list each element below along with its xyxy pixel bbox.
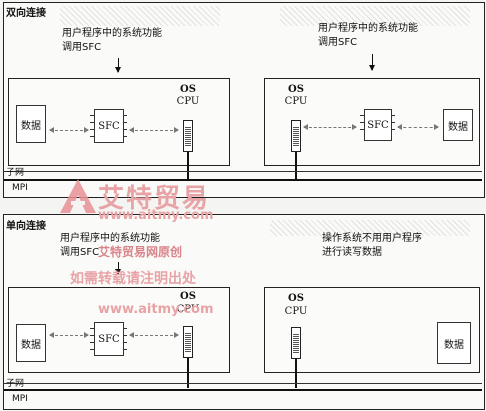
double-arrow-icon [49, 332, 89, 338]
double-arrow-icon [49, 127, 89, 133]
sfc-pin [90, 342, 94, 343]
sfc-pin [123, 349, 127, 350]
data-block: 数据 [437, 322, 471, 364]
cpu-net-link [295, 152, 297, 180]
mpi-label: MPI [12, 394, 28, 404]
double-arrow-icon [397, 124, 439, 130]
sfc-pin [123, 342, 127, 343]
cpu-module [183, 120, 193, 152]
down-arrow-icon [115, 262, 121, 275]
sfc-block: SFC [94, 322, 124, 356]
sfc-pin [391, 129, 395, 130]
subnet-label: 子网 [6, 168, 25, 178]
sfc-pin [123, 115, 127, 116]
cpu-net-link [295, 359, 297, 388]
left-sfc-caption: 用户程序中的系统功能 调用SFC [62, 28, 162, 53]
data-block: 数据 [16, 105, 46, 143]
os-label: OS [180, 291, 196, 302]
sfc-pin [123, 335, 127, 336]
sfc-pin [123, 328, 127, 329]
cpu-label: CPU [176, 96, 200, 107]
cpu-net-link [187, 358, 189, 388]
sfc-pin [90, 328, 94, 329]
cpu-net-link [187, 152, 189, 180]
mpi-label: MPI [12, 183, 28, 193]
sfc-pin [123, 129, 127, 130]
sfc-pin [90, 115, 94, 116]
sfc-pin [391, 122, 395, 123]
cpu-module [291, 120, 301, 152]
sfc-pin [90, 349, 94, 350]
right-sfc-caption: 用户程序中的系统功能 调用SFC [318, 23, 418, 48]
sfc-pin [123, 122, 127, 123]
subnet-line [4, 171, 482, 172]
cpu-label: CPU [176, 304, 200, 315]
cpu-label: CPU [284, 306, 308, 317]
watermark-logo-text: 艾特贸易 [98, 184, 211, 214]
double-arrow-icon [129, 332, 179, 338]
cpu-module [291, 327, 301, 359]
mpi-bus [4, 389, 482, 391]
bidirectional-title: 双向连接 [6, 8, 46, 19]
down-arrow-icon [115, 58, 121, 73]
scan-texture [280, 6, 470, 26]
sfc-pin [391, 115, 395, 116]
cpu-module [183, 326, 193, 358]
sfc-pin [90, 335, 94, 336]
sfc-pin [360, 122, 364, 123]
watermark-url: www.aitmy.com [98, 208, 214, 223]
watermark-logo-icon [60, 179, 96, 213]
sfc-pin [360, 115, 364, 116]
os-label: OS [180, 84, 196, 95]
scan-texture [60, 6, 220, 26]
cpu-label: CPU [284, 96, 308, 107]
sfc-pin [90, 136, 94, 137]
watermark-line1: 艾特贸易网原创 [98, 245, 183, 259]
unidirectional-title: 单向连接 [6, 221, 46, 232]
os-readwrite-caption: 操作系统不用用户程序 进行读写数据 [322, 233, 422, 258]
watermark-line2: 如需转载请注明出处 [70, 271, 196, 287]
subnet-line [4, 383, 482, 384]
os-label: OS [288, 293, 304, 304]
data-block: 数据 [16, 324, 46, 362]
watermark-url-2: www.aitmy.com [98, 302, 214, 317]
data-block: 数据 [443, 109, 473, 141]
down-arrow-icon [369, 54, 375, 71]
sfc-pin [360, 129, 364, 130]
sfc-pin [90, 122, 94, 123]
sfc-block: SFC [94, 109, 124, 143]
double-arrow-icon [303, 124, 357, 130]
sfc-pin [123, 136, 127, 137]
os-label: OS [288, 84, 304, 95]
sfc-pin [90, 129, 94, 130]
mpi-bus [4, 179, 482, 181]
double-arrow-icon [129, 127, 179, 133]
subnet-label: 子网 [6, 379, 25, 389]
scan-texture [270, 220, 470, 236]
left-sfc-caption: 用户程序中的系统功能 调用SFC [60, 233, 160, 258]
sfc-block: SFC [364, 109, 392, 141]
